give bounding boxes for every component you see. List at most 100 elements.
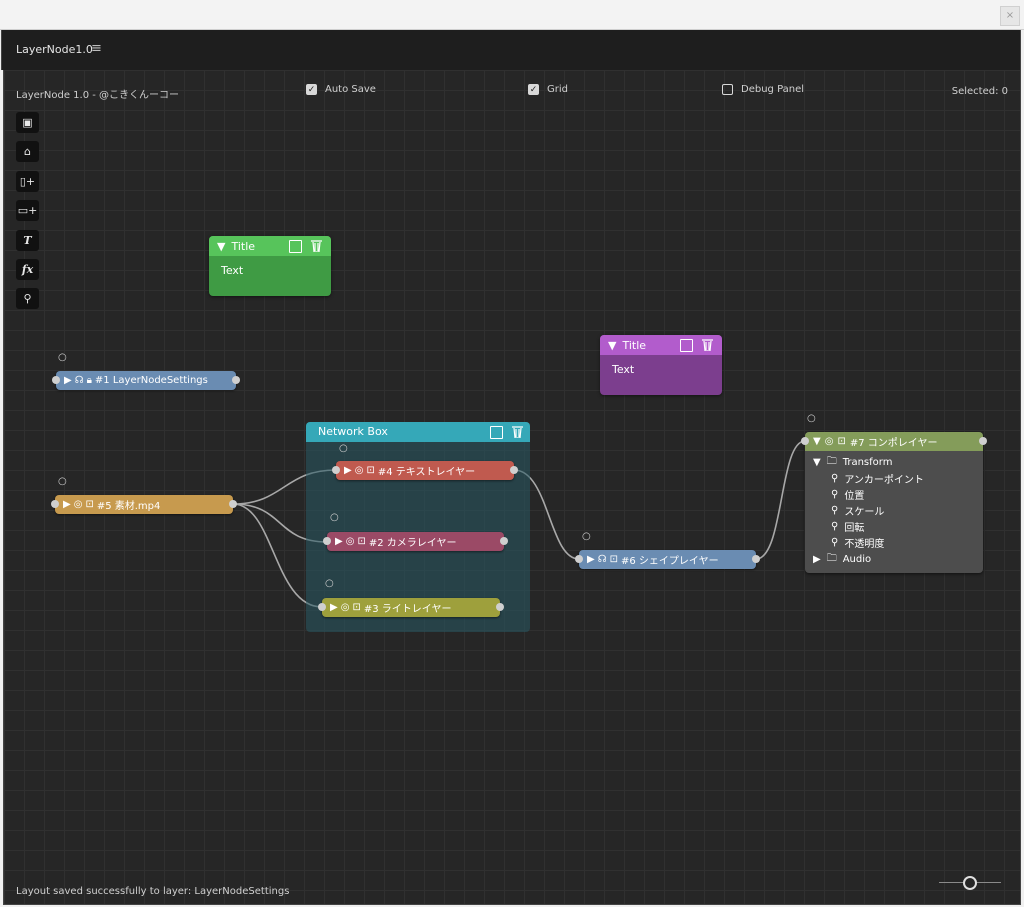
unlock-icon[interactable]: ⊡ — [366, 465, 375, 476]
tree-item-transform[interactable]: ▼ 🗀︎ Transform — [813, 454, 892, 471]
auto-save-checkbox[interactable]: ✓ Auto Save — [306, 84, 376, 95]
trash-icon[interactable] — [702, 339, 713, 351]
comment-icon[interactable]: ○ — [330, 512, 339, 523]
tree-item-property[interactable]: ⚲ 位置 — [831, 487, 864, 502]
unlock-icon[interactable]: ⊡ — [352, 602, 361, 613]
debug-panel-checkbox[interactable]: Debug Panel — [722, 84, 804, 95]
add-layer-tool-button[interactable]: ▯+ — [16, 171, 39, 192]
lock-icon[interactable]: 🔒︎ — [86, 375, 92, 386]
network-box-header[interactable]: Network Box — [306, 422, 530, 442]
panel-menu-icon[interactable]: ≡ — [91, 41, 102, 56]
node-4-text-layer[interactable]: ▶ ◎ ⊡ #4 テキストレイヤー — [332, 461, 518, 480]
tree-item-audio[interactable]: ▶ 🗀︎ Audio — [813, 551, 871, 568]
output-port[interactable] — [229, 500, 237, 508]
output-port[interactable] — [752, 555, 760, 563]
tree-item-property[interactable]: ⚲ スケール — [831, 503, 884, 518]
comment-icon[interactable]: ○ — [58, 352, 67, 363]
output-port[interactable] — [232, 376, 240, 384]
note-body[interactable]: Text — [612, 363, 635, 376]
solo-icon[interactable]: ☊ — [597, 554, 607, 565]
play-icon[interactable]: ▶ — [64, 375, 72, 386]
collapse-triangle-icon[interactable]: ▼ — [813, 436, 821, 447]
select-box-icon[interactable] — [289, 240, 302, 253]
network-box[interactable]: Network Box — [306, 422, 530, 632]
visibility-icon[interactable]: ◎ — [73, 499, 83, 510]
note-green-header[interactable]: ▼ Title — [209, 236, 331, 256]
tree-item-property[interactable]: ⚲ 不透明度 — [831, 535, 884, 550]
note-green[interactable]: ▼ Title Text — [209, 236, 331, 296]
unlock-icon[interactable]: ⊡ — [837, 436, 846, 447]
grid-checkbox[interactable]: ✓ Grid — [528, 84, 568, 95]
unlock-icon[interactable]: ⊡ — [609, 554, 618, 565]
tree-label: 位置 — [844, 491, 865, 502]
unlock-icon[interactable]: ⊡ — [85, 499, 94, 510]
input-port[interactable] — [318, 603, 326, 611]
note-body[interactable]: Text — [221, 264, 244, 277]
comment-icon[interactable]: ○ — [582, 531, 591, 542]
node-label: #5 素材.mp4 — [96, 501, 161, 512]
solo-icon[interactable]: ☊ — [74, 375, 84, 386]
expand-right-icon[interactable]: ▶ — [813, 554, 821, 565]
home-tool-button[interactable]: ⌂ — [16, 141, 39, 162]
note-purple[interactable]: ▼ Title Text — [600, 335, 722, 395]
status-message: Layout saved successfully to layer: Laye… — [16, 886, 290, 897]
comment-icon[interactable]: ○ — [58, 476, 67, 487]
grid-label: Grid — [547, 84, 568, 95]
frame-icon: ▣ — [22, 116, 33, 129]
output-port[interactable] — [979, 437, 987, 445]
add-comp-tool-button[interactable]: ▭+ — [16, 200, 39, 221]
play-icon[interactable]: ▶ — [330, 602, 338, 613]
visibility-icon[interactable]: ◎ — [340, 602, 350, 613]
node-6-shape-layer[interactable]: ▶ ☊ ⊡ #6 シェイプレイヤー — [575, 550, 760, 569]
search-tool-button[interactable]: ⚲ — [16, 288, 39, 309]
node-label: #1 LayerNodeSettings — [94, 375, 208, 386]
comment-icon[interactable]: ○ — [807, 413, 816, 424]
tree-item-property[interactable]: ⚲ 回転 — [831, 519, 864, 534]
visibility-icon[interactable]: ◎ — [354, 465, 364, 476]
visibility-icon[interactable]: ◎ — [824, 436, 834, 447]
unlock-icon[interactable]: ⊡ — [357, 536, 366, 547]
tree-item-property[interactable]: ⚲ アンカーポイント — [831, 471, 924, 486]
output-port[interactable] — [500, 537, 508, 545]
wire-6-to-7 — [755, 440, 806, 560]
play-icon[interactable]: ▶ — [344, 465, 352, 476]
panel-tab-title[interactable]: LayerNode1.0 — [16, 43, 93, 56]
trash-icon[interactable] — [512, 426, 523, 438]
collapse-triangle-icon[interactable]: ▼ — [217, 239, 226, 253]
node-canvas[interactable]: LayerNode 1.0 - @こきくんーコー ✓ Auto Save ✓ G… — [3, 70, 1021, 905]
visibility-icon[interactable]: ◎ — [345, 536, 355, 547]
text-tool-button[interactable]: T — [16, 230, 39, 251]
output-port[interactable] — [510, 466, 518, 474]
play-icon[interactable]: ▶ — [63, 499, 71, 510]
node-5-source-mp4[interactable]: ▶ ◎ ⊡ #5 素材.mp4 — [51, 495, 237, 514]
play-icon[interactable]: ▶ — [335, 536, 343, 547]
select-box-icon[interactable] — [490, 426, 503, 439]
play-icon[interactable]: ▶ — [587, 554, 595, 565]
node-1-layer-node-settings[interactable]: ▶ ☊ 🔒︎ #1 LayerNodeSettings — [52, 371, 240, 390]
expand-down-icon[interactable]: ▼ — [813, 457, 821, 468]
input-port[interactable] — [323, 537, 331, 545]
input-port[interactable] — [332, 466, 340, 474]
wrench-icon: ⚲ — [831, 505, 839, 516]
frame-tool-button[interactable]: ▣ — [16, 112, 39, 133]
zoom-slider-knob[interactable] — [963, 876, 977, 890]
note-purple-header[interactable]: ▼ Title — [600, 335, 722, 355]
trash-icon[interactable] — [311, 240, 322, 252]
comp-node-header[interactable]: ▼ ◎ ⊡ #7 コンポレイヤー — [801, 432, 987, 451]
comment-icon[interactable]: ○ — [339, 443, 348, 454]
wrench-icon: ⚲ — [831, 521, 839, 532]
select-box-icon[interactable] — [680, 339, 693, 352]
tree-label: スケール — [844, 507, 885, 518]
expression-tool-button[interactable]: fx — [16, 259, 39, 280]
window-close-button[interactable]: × — [1000, 6, 1020, 26]
input-port[interactable] — [801, 437, 809, 445]
input-port[interactable] — [52, 376, 60, 384]
node-2-camera-layer[interactable]: ▶ ◎ ⊡ #2 カメラレイヤー — [323, 532, 508, 551]
node-3-light-layer[interactable]: ▶ ◎ ⊡ #3 ライトレイヤー — [318, 598, 504, 617]
collapse-triangle-icon[interactable]: ▼ — [608, 338, 617, 352]
input-port[interactable] — [575, 555, 583, 563]
output-port[interactable] — [496, 603, 504, 611]
comment-icon[interactable]: ○ — [325, 578, 334, 589]
node-7-comp-layer[interactable]: ▼ ◎ ⊡ #7 コンポレイヤー ▼ 🗀︎ Transform ⚲ アンカーポイ… — [801, 432, 987, 573]
input-port[interactable] — [51, 500, 59, 508]
